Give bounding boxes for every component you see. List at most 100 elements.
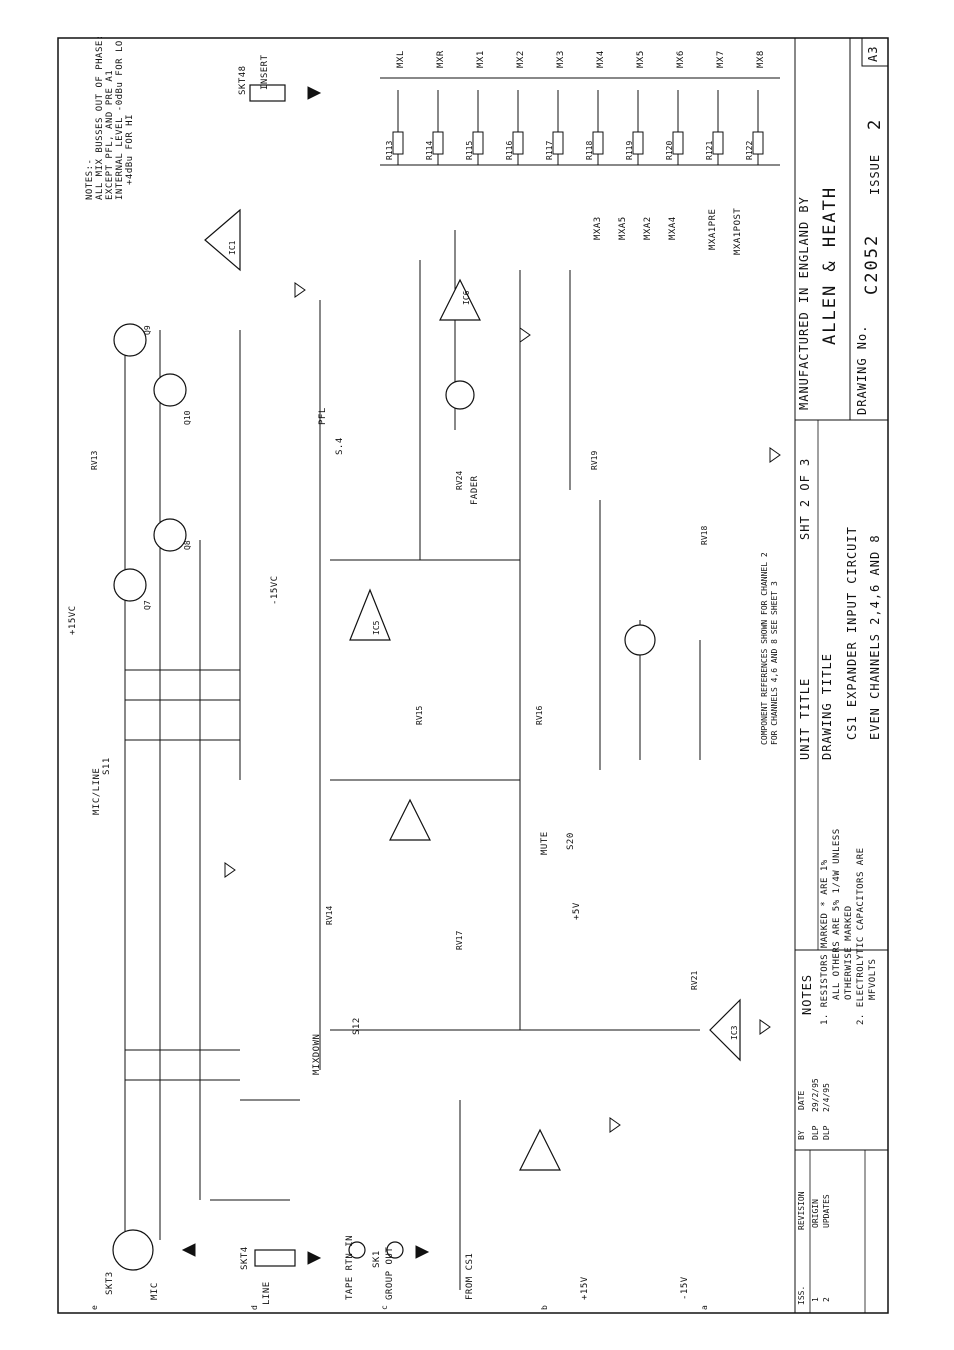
revision-iss-label: ISS.	[797, 1285, 806, 1305]
part-ic3: IC3	[730, 1025, 739, 1040]
part-r122: R122	[745, 140, 754, 160]
revision-row-1-date: 29/2/95	[811, 1078, 820, 1112]
revision-row-2-iss: 2	[822, 1297, 831, 1302]
part-rv16: RV16	[535, 705, 544, 725]
opamp-symbols	[204, 208, 741, 1171]
aux-label-mxa3: MXA3	[593, 216, 603, 240]
company-name: ALLEN & HEATH	[820, 185, 840, 345]
bus-label-mx1: MX1	[476, 50, 486, 68]
drawing-no: C2052	[862, 233, 882, 295]
input-section-wires	[124, 230, 701, 1290]
from-cs1-label: FROM CS1	[465, 1252, 475, 1300]
aux-label-mxa1pre: MXA1PRE	[708, 208, 718, 250]
revision-row-2-date: 2/4/95	[822, 1083, 831, 1112]
s11-label: S11	[102, 757, 112, 775]
note-2a: 2. ELECTROLYTIC CAPACITORS ARE	[856, 847, 866, 1025]
size-box	[861, 37, 889, 67]
note-1c: OTHERWISE MARKED	[844, 905, 854, 1000]
bus-label-mxl: MXL	[396, 50, 406, 68]
top-note-1: NOTES:-	[85, 158, 95, 200]
part-q9: Q9	[143, 325, 152, 335]
notes-heading: NOTES	[800, 973, 814, 1015]
part-ic5: IC5	[372, 620, 381, 635]
top-note-2: ALL MIX BUSSES OUT OF PHASE:	[95, 34, 105, 200]
part-r116: R116	[505, 140, 514, 160]
sk1-label: SK1	[372, 1250, 382, 1268]
revision-row-1-by: DLP	[811, 1125, 820, 1140]
fader-label: FADER	[470, 475, 480, 505]
part-r114: R114	[425, 140, 434, 160]
revision-by-label: BY	[797, 1130, 806, 1140]
part-q8: Q8	[183, 540, 192, 550]
transistor-symbols	[113, 323, 656, 656]
revision-row-2-by: DLP	[822, 1125, 831, 1140]
part-r120: R120	[665, 140, 674, 160]
part-ic1: IC1	[228, 240, 237, 255]
revision-date-label: DATE	[797, 1090, 806, 1110]
part-rv15: RV15	[415, 705, 424, 725]
part-r121: R121	[705, 140, 714, 160]
zone-d: d	[250, 1305, 259, 1310]
aux-label-mxa4: MXA4	[668, 216, 678, 240]
zone-c: c	[380, 1305, 389, 1310]
rail-p5: +5V	[572, 902, 582, 920]
note-1a: 1. RESISTORS MARKED * ARE 1%	[820, 859, 830, 1025]
drawing-title-label: DRAWING TITLE	[820, 653, 834, 760]
pfl-switch-label: PFL	[318, 407, 328, 425]
rail-p15vc: +15VC	[68, 605, 78, 635]
tape-return-label: TAPE RTN IN	[345, 1234, 355, 1300]
s4-label: S.4	[335, 437, 345, 455]
bus-label-mx8: MX8	[756, 50, 766, 68]
aux-label-mxa2: MXA2	[643, 216, 653, 240]
part-r117: R117	[545, 140, 554, 160]
drawing-title-line-2: EVEN CHANNELS 2,4,6 AND 8	[868, 534, 882, 740]
manufactured-label: MANUFACTURED IN ENGLAND BY	[797, 196, 811, 410]
drawing-frame	[57, 37, 889, 1314]
zone-b: b	[540, 1305, 549, 1310]
mute-switch-label: MUTE	[540, 831, 550, 855]
s12-label: S12	[352, 1017, 362, 1035]
top-note-4: INTERNAL LEVEL -0dBu FOR LO	[115, 40, 125, 200]
rail-n15: -15V	[680, 1276, 690, 1300]
drawing-title-line-1: CS1 EXPANDER INPUT CIRCUIT	[845, 526, 859, 740]
revision-row-1-iss: 1	[811, 1297, 820, 1302]
note-1b: ALL OTHERS ARE 5% 1/4W UNLESS	[832, 828, 842, 1000]
revision-label: REVISION	[797, 1191, 806, 1230]
unit-title-label: UNIT TITLE	[798, 677, 812, 760]
part-rv17: RV17	[455, 930, 464, 950]
bus-label-mx2: MX2	[516, 50, 526, 68]
drawing-no-label: DRAWING No.	[855, 324, 869, 415]
part-rv18: RV18	[700, 525, 709, 545]
issue-label: ISSUE	[868, 153, 882, 195]
skt4-label: SKT4	[240, 1246, 250, 1270]
part-rv21: RV21	[690, 970, 699, 990]
bus-label-mx3: MX3	[556, 50, 566, 68]
s20-label: S20	[566, 832, 576, 850]
part-rv13: RV13	[90, 450, 99, 470]
mic-line-switch-label: MIC/LINE	[92, 767, 102, 815]
mixdown-switch-label: MIXDOWN	[312, 1033, 322, 1075]
component-note-2: FOR CHANNELS 4,6 AND 8 SEE SHEET 3	[770, 581, 779, 745]
rail-p15: +15V	[580, 1276, 590, 1300]
socket-symbols	[112, 84, 404, 1271]
issue-number: 2	[865, 117, 885, 130]
revision-row-1-rev: ORIGIN	[811, 1199, 820, 1228]
revision-row-2-rev: UPDATES	[822, 1194, 831, 1228]
part-r118: R118	[585, 140, 594, 160]
bus-label-mx4: MX4	[596, 50, 606, 68]
bus-label-mx5: MX5	[636, 50, 646, 68]
part-ic6: IC6	[462, 290, 471, 305]
rail-n15vc: -15VC	[270, 575, 280, 605]
size-label: A3	[866, 45, 880, 62]
part-rv14: RV14	[325, 905, 334, 925]
skt48-label: SKT48	[238, 65, 248, 95]
zone-a: a	[700, 1305, 709, 1310]
line-socket-label: LINE	[262, 1281, 272, 1305]
part-r115: R115	[465, 140, 474, 160]
part-rv19: RV19	[590, 450, 599, 470]
sheet-number: SHT 2 OF 3	[798, 457, 812, 540]
note-2b: MFVOLTS	[868, 958, 878, 1000]
zone-e: e	[90, 1305, 99, 1310]
aux-label-mxa5: MXA5	[618, 216, 628, 240]
part-r119: R119	[625, 140, 634, 160]
